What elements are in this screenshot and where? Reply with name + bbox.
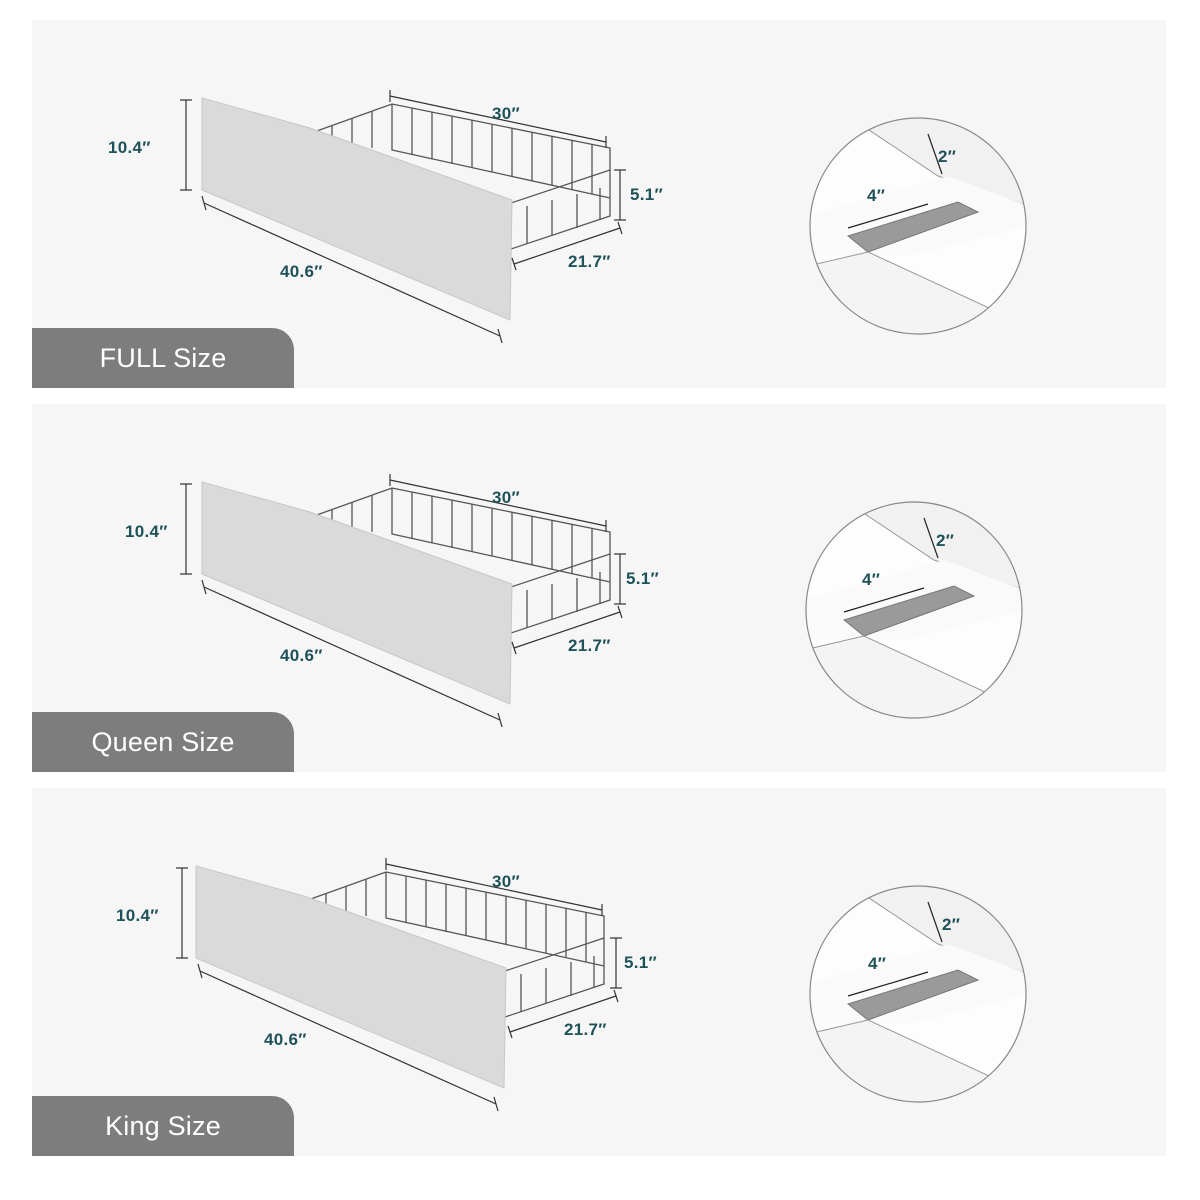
- slat-detail-lens: [809, 117, 1027, 335]
- rail-width-dimension: 4″: [862, 570, 881, 589]
- basket-wires: [331, 492, 601, 628]
- basket-wires: [325, 876, 595, 1012]
- slat-detail-lens: [805, 501, 1023, 719]
- depth-dimension: 21.7″: [568, 252, 611, 271]
- depth-dimension: 21.7″: [564, 1020, 607, 1039]
- depth-dimension: 21.7″: [568, 636, 611, 655]
- height-dimension: 10.4″: [108, 138, 151, 157]
- height-dimension: 10.4″: [116, 906, 159, 925]
- basket-height-dimension: 5.1″: [624, 953, 657, 972]
- size-label-tab: FULL Size: [32, 328, 294, 388]
- fabric-front-panel: [195, 865, 507, 1089]
- size-label-tab: King Size: [32, 1096, 294, 1156]
- basket-height-dimension: 5.1″: [626, 569, 659, 588]
- width-dimension: 30″: [492, 872, 520, 891]
- basket-wires: [331, 108, 601, 244]
- fabric-front-panel: [201, 97, 513, 321]
- fabric-front-panel: [201, 481, 513, 705]
- length-dimension: 40.6″: [280, 646, 323, 665]
- length-dimension: 40.6″: [280, 262, 323, 281]
- slat-gap-dimension: 2″: [938, 147, 957, 166]
- rail-width-dimension: 4″: [867, 186, 886, 205]
- dimension-lines: [180, 90, 626, 344]
- height-dimension: 10.4″: [125, 522, 168, 541]
- drawer-illustration: [176, 858, 622, 1112]
- dimension-lines: [176, 858, 622, 1112]
- panel-queen-size: 10.4″ 40.6″ 30″ 5.1″ 21.7″ 2″ 4″ Queen S…: [32, 404, 1166, 772]
- panel-king-size: 10.4″ 40.6″ 30″ 5.1″ 21.7″ 2″ 4″ King Si…: [32, 788, 1166, 1156]
- size-label-tab: Queen Size: [32, 712, 294, 772]
- wire-basket: [313, 103, 611, 253]
- slat-gap-dimension: 2″: [936, 531, 955, 550]
- slat-detail-lens: [809, 885, 1027, 1103]
- drawer-illustration: [180, 474, 626, 728]
- width-dimension: 30″: [492, 104, 520, 123]
- dimension-lines: [180, 474, 626, 728]
- drawer-illustration: [180, 90, 626, 344]
- panel-full-size: 10.4″ 40.6″ 30″ 5.1″ 21.7″ 2″ 4″ FULL Si…: [32, 20, 1166, 388]
- slat-gap-dimension: 2″: [942, 915, 961, 934]
- rail-width-dimension: 4″: [868, 954, 887, 973]
- width-dimension: 30″: [492, 488, 520, 507]
- basket-height-dimension: 5.1″: [630, 185, 663, 204]
- length-dimension: 40.6″: [264, 1030, 307, 1049]
- wire-basket: [307, 871, 605, 1021]
